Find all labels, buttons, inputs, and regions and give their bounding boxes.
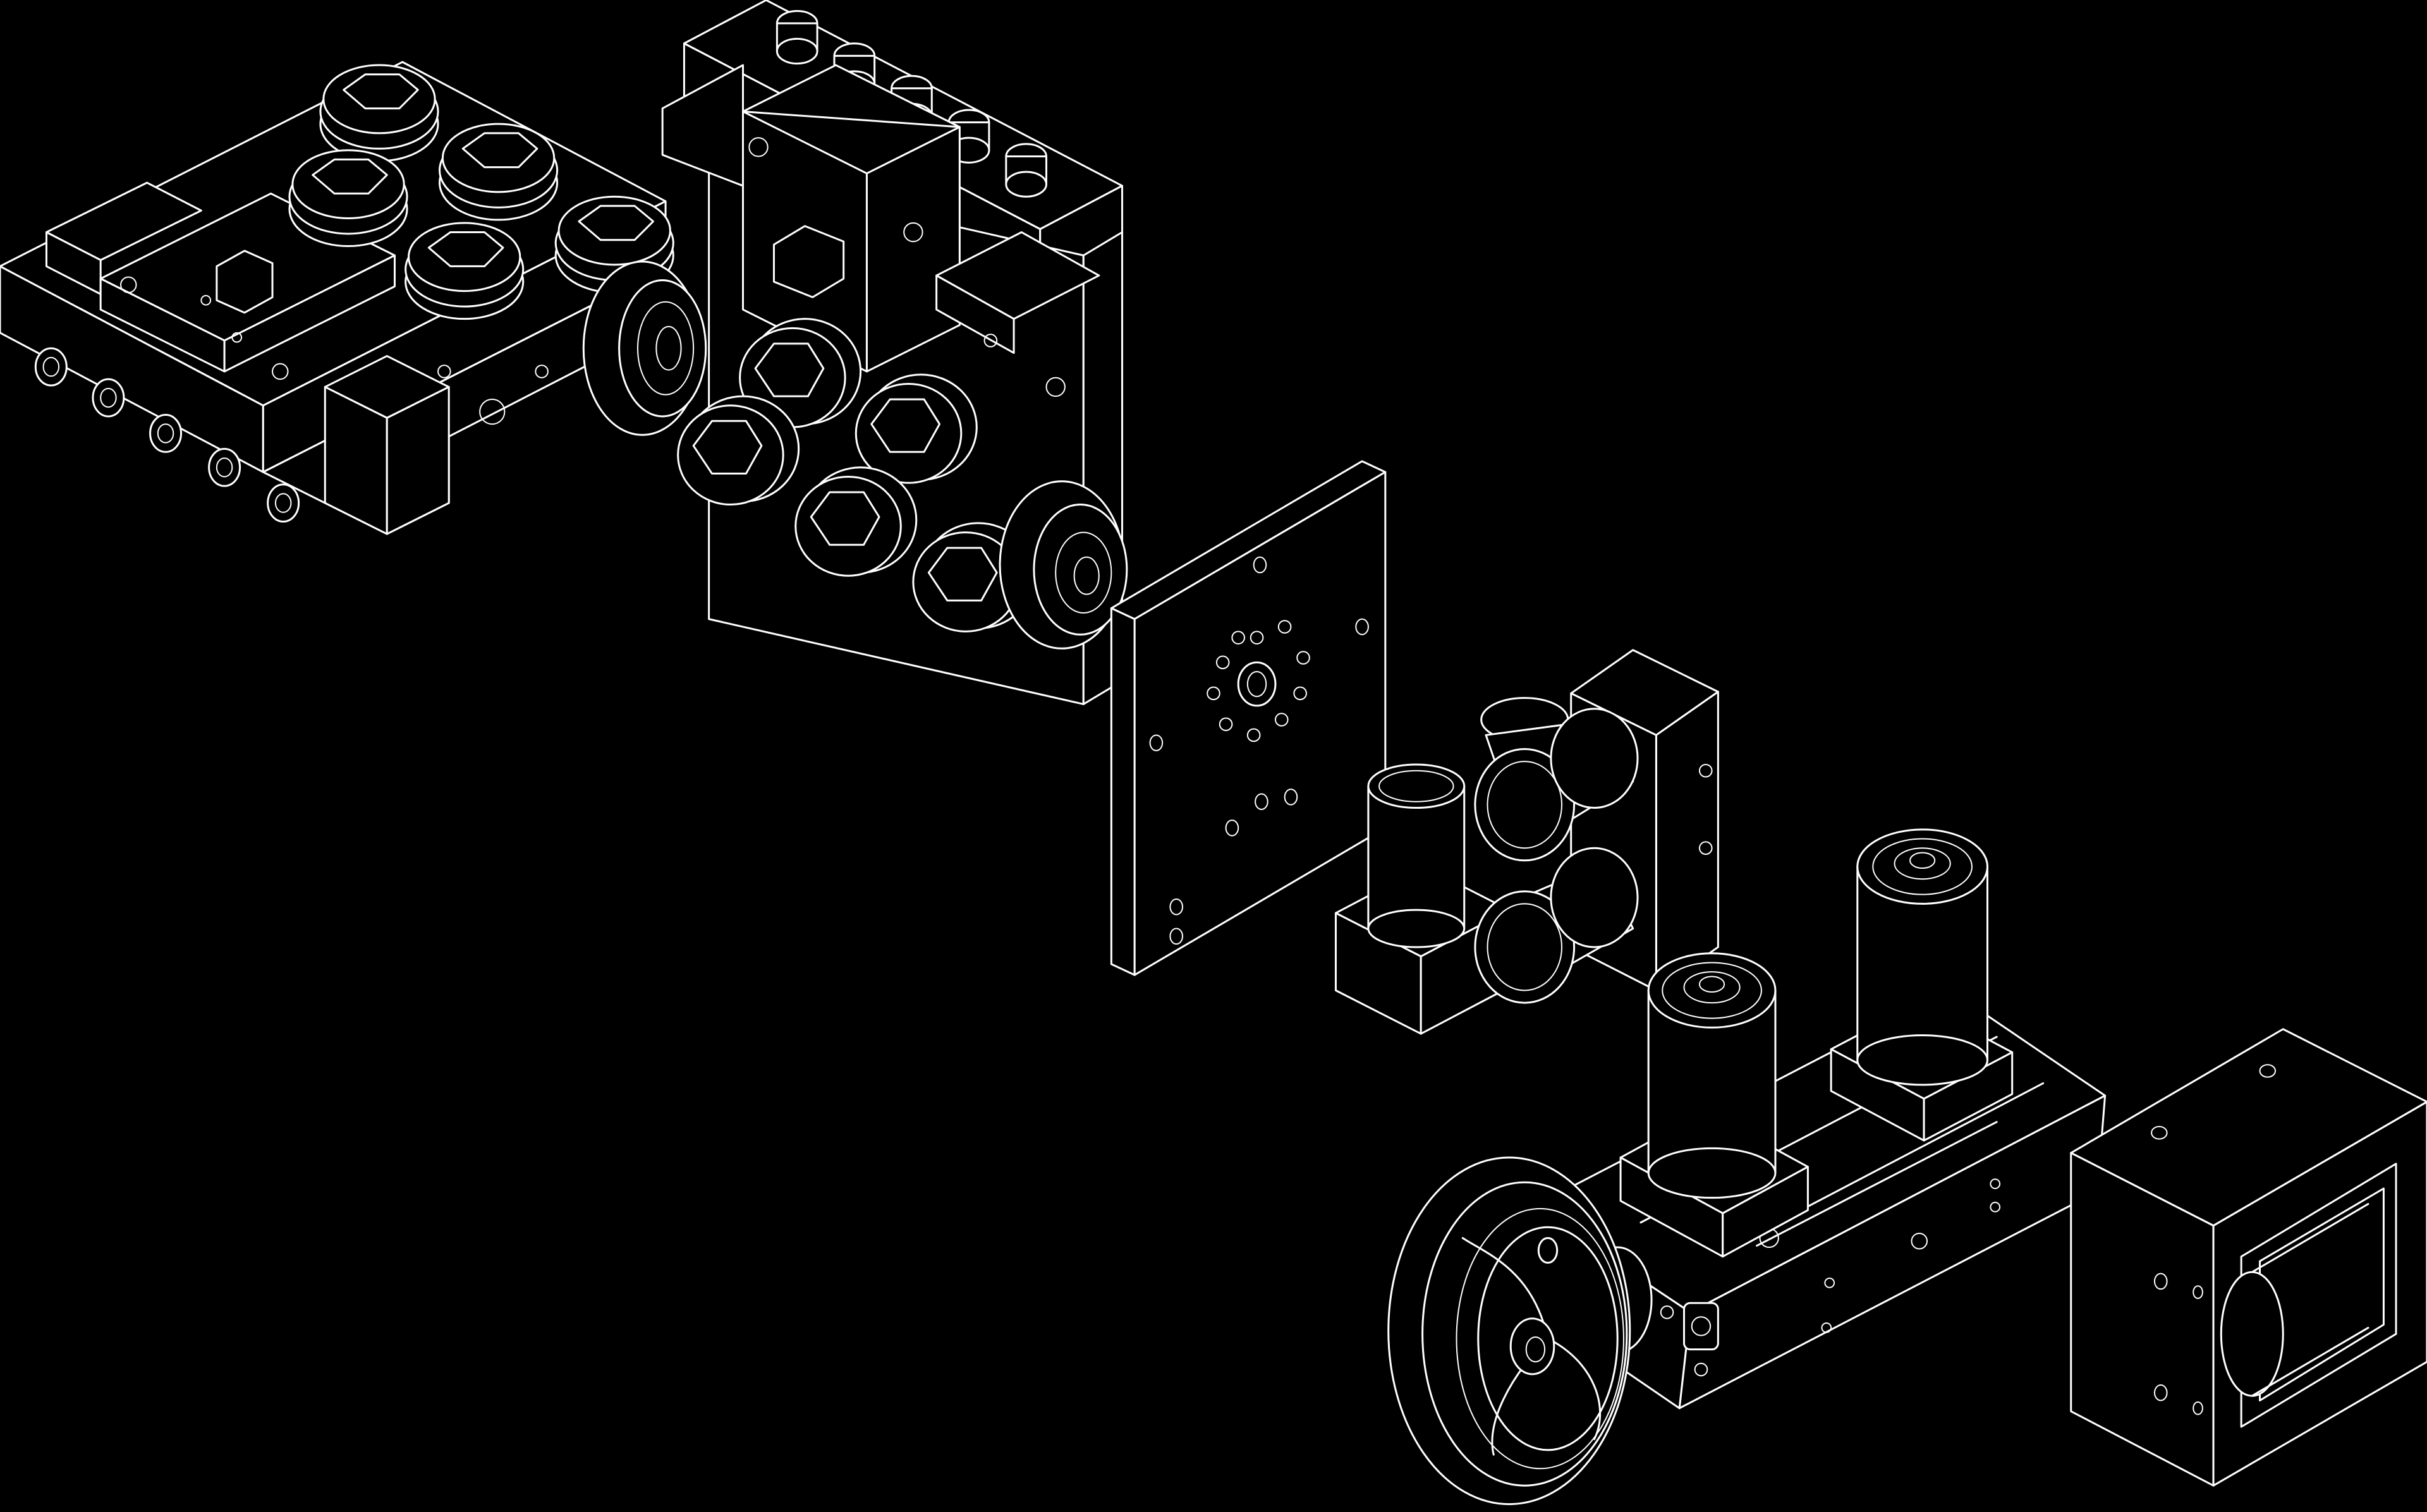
guide-roller-bracket <box>1335 650 1718 1034</box>
roller-stack-1 <box>320 65 438 161</box>
side-bolt-row <box>35 348 298 521</box>
adapter-mounting-plate <box>1111 461 1385 975</box>
vertical-roller-2 <box>856 375 976 483</box>
vertical-roller-3 <box>678 396 799 504</box>
end-frame-housing <box>2071 1029 2427 1485</box>
adjustment-handwheel <box>1389 1158 1630 1504</box>
bolt-circle <box>1207 620 1310 741</box>
roller-stack-2 <box>289 150 407 246</box>
bearing-wheel-2 <box>1000 481 1127 648</box>
roller-stack-3 <box>440 124 557 220</box>
guide-roller-upper <box>1475 698 1638 861</box>
bearing-wheel <box>583 262 705 435</box>
guide-roller-lower <box>1475 848 1638 1003</box>
roller-straightener-unit-horizontal <box>0 62 706 534</box>
roller-straightener-unit-vertical <box>662 0 1127 704</box>
slide-roller-right <box>1858 830 1988 1085</box>
guide-roller-upright <box>1368 765 1464 947</box>
roller-stack-4 <box>406 223 523 319</box>
vertical-roller-4 <box>796 468 916 576</box>
slide-roller-left <box>1648 953 1775 1198</box>
